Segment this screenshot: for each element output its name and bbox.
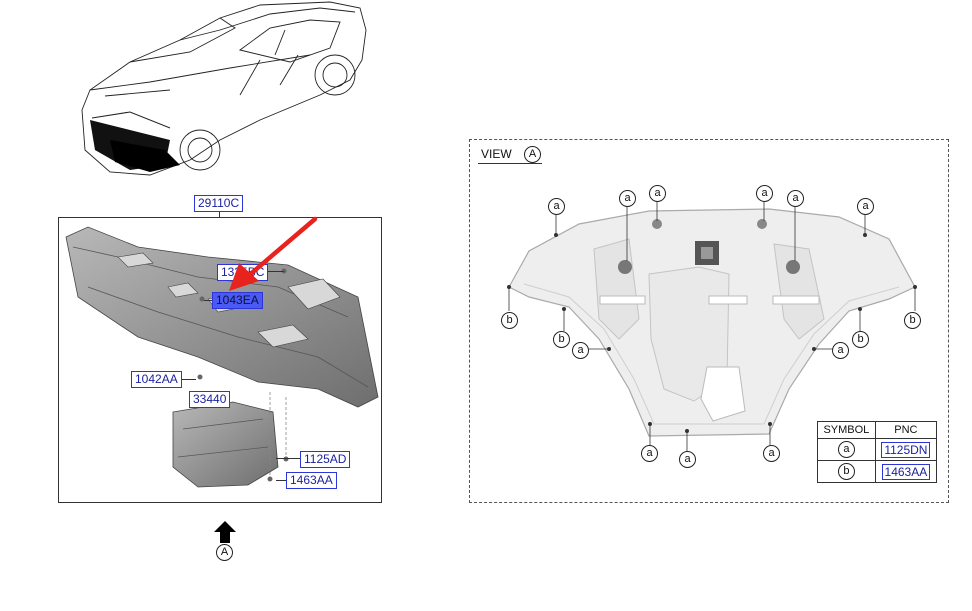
undercover-view-a-drawing <box>507 201 917 451</box>
legend-pnc-cell: 1125DN <box>874 438 938 461</box>
part-label-1042aa[interactable]: 1042AA <box>131 371 182 388</box>
exploded-view-frame <box>58 217 382 503</box>
legend-symbol-b: b <box>837 463 855 480</box>
view-title-letter: A <box>524 146 541 163</box>
callout-b: b <box>553 331 570 348</box>
symbol-pnc-legend: SYMBOL PNC a 1125DN b 1463AA <box>817 421 938 483</box>
callout-b: b <box>852 331 869 348</box>
part-label-29110c[interactable]: 29110C <box>194 195 244 212</box>
vehicle-illustration <box>81 1 367 176</box>
legend-pnc-1125dn[interactable]: 1125DN <box>881 441 931 458</box>
part-label-1463aa[interactable]: 1463AA <box>286 472 337 489</box>
callout-a: a <box>787 190 804 207</box>
callout-a: a <box>763 445 780 462</box>
callout-a: a <box>548 198 565 215</box>
callout-b: b <box>904 312 921 329</box>
callout-a: a <box>756 185 773 202</box>
callout-a: a <box>857 198 874 215</box>
legend-header-symbol: SYMBOL <box>817 421 876 439</box>
part-label-33440[interactable]: 33440 <box>189 391 231 408</box>
view-direction-arrow-icon <box>214 521 236 543</box>
view-title: VIEW <box>481 147 512 161</box>
view-marker-a: A <box>216 544 233 561</box>
callout-a: a <box>679 451 696 468</box>
callout-a: a <box>572 342 589 359</box>
part-label-1043ea[interactable]: 1043EA <box>212 292 263 309</box>
legend-symbol-cell: a <box>817 438 876 461</box>
callout-a: a <box>619 190 636 207</box>
legend-symbol-cell: b <box>817 460 876 483</box>
legend-pnc-1463aa[interactable]: 1463AA <box>881 463 931 480</box>
view-a-frame <box>469 139 949 503</box>
legend-pnc-cell: 1463AA <box>874 460 938 483</box>
callout-b: b <box>501 312 518 329</box>
red-arrow-icon <box>229 216 318 291</box>
legend-symbol-a: a <box>837 441 855 458</box>
callout-a: a <box>641 445 658 462</box>
callout-a: a <box>832 342 849 359</box>
part-label-1125ad[interactable]: 1125AD <box>300 451 351 468</box>
callout-a: a <box>649 185 666 202</box>
legend-header-pnc: PNC <box>874 421 938 439</box>
